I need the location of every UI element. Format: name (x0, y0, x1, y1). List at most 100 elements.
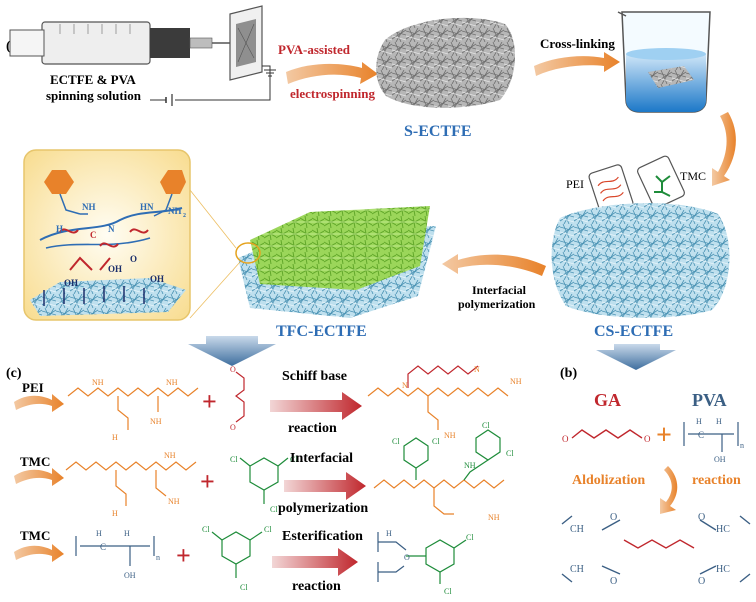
beaker (617, 11, 711, 113)
product1-n-1: N (402, 381, 408, 390)
tmc1-cl-1: Cl (230, 455, 238, 464)
pei2-nh2-1: NH (164, 451, 176, 460)
arrow-to-cs-ectfe (712, 112, 736, 186)
product2-cl-2: Cl (432, 437, 440, 446)
pva3-oh: OH (124, 571, 136, 580)
product1-nh2-1: NH (510, 377, 522, 386)
blue-down-arrow-right (596, 344, 676, 370)
plus-4: + (656, 420, 672, 451)
acetal-ch-1: CH (570, 524, 584, 535)
inset-nh2: NH (168, 206, 182, 216)
product2-cl-3: Cl (482, 421, 490, 430)
pei2-nh2-2: NH (168, 497, 180, 506)
product2-nh2: NH (488, 513, 500, 522)
interfacial-label-2: polymerization (458, 297, 536, 311)
product1-nh2-2: NH (444, 431, 456, 440)
product2-nh: NH (464, 461, 476, 470)
panel-label-c: (c) (6, 366, 22, 381)
inset-oh-1: OH (108, 264, 122, 274)
ga-small-o1: O (230, 365, 236, 374)
s-ectfe-fiber-mat (376, 17, 516, 108)
tmc-input-arrow-1 (14, 468, 64, 486)
schiff-product (367, 365, 509, 430)
acetal-o-4: O (698, 576, 705, 587)
process-label-electrospinning-1: PVA-assisted (278, 42, 351, 57)
inset-oh-3: OH (64, 278, 78, 288)
acetal-product (561, 515, 751, 583)
ga-o-1: O (562, 434, 569, 444)
pva3-c: C (100, 542, 106, 552)
reaction-2-label-1: Interfacial (290, 451, 353, 466)
pei-nh2-1: NH (92, 378, 104, 387)
process-label-electrospinning-2: electrospinning (290, 86, 375, 101)
acetal-o-2: O (610, 576, 617, 587)
tfc-ectfe-membrane (189, 189, 436, 319)
product2-cl-4: Cl (506, 449, 514, 458)
spinning-solution-label-1: ECTFE & PVA (50, 72, 136, 87)
pva-c: C (698, 430, 704, 440)
reaction-arrow-2 (284, 472, 366, 500)
spinning-solution-label-2: spinning solution (46, 88, 142, 103)
product2-cl-1: Cl (392, 437, 400, 446)
reaction-3-label-1: Esterification (282, 529, 363, 544)
pva3-n: n (156, 553, 160, 562)
inset-h: H (56, 224, 63, 234)
pei-label: PEI (22, 380, 44, 395)
pei2-h2n: H (112, 509, 118, 518)
pva-structure (683, 422, 739, 452)
tmc1-cl-3: Cl (270, 505, 278, 514)
cross-linking-label: Cross-linking (540, 36, 615, 51)
panel-label-b: (b) (560, 366, 577, 381)
pei-nh2-2: NH (166, 378, 178, 387)
plus-3: + (176, 541, 191, 570)
tmc2-cl-1: Cl (202, 525, 210, 534)
pei-structure-2 (65, 461, 197, 506)
tmc2-cl-2: Cl (264, 525, 272, 534)
pva-oh: OH (714, 455, 726, 464)
reaction-arrow-3 (272, 548, 358, 576)
cs-ectfe-label: CS-ECTFE (594, 323, 673, 340)
tfc-ectfe-label: TFC-ECTFE (276, 323, 367, 340)
inset-c: C (90, 230, 97, 240)
pei-vial-label: PEI (566, 177, 584, 191)
plus-2: + (200, 467, 215, 496)
inset-nh: NH (82, 202, 96, 212)
ester-product (377, 532, 467, 584)
plus-1: + (202, 387, 217, 416)
inset-oh-2: OH (150, 274, 164, 284)
pva-h2: H (696, 417, 702, 426)
product1-n-2: N (474, 365, 480, 374)
reaction-3-label-2: reaction (292, 579, 341, 594)
pei-structure (67, 387, 199, 430)
arrow-cross-linking (534, 52, 620, 76)
s-ectfe-label: S-ECTFE (404, 123, 472, 140)
arrow-interfacial-polymerization (442, 254, 546, 276)
molecular-inset (23, 149, 191, 321)
tmc-structure-2 (211, 531, 263, 578)
product3-o: O (404, 553, 410, 562)
acetal-hc-1: HC (716, 524, 730, 535)
acetal-hc-2: HC (716, 564, 730, 575)
cs-ectfe-fiber-mat (551, 203, 730, 318)
pva3-h: H (124, 529, 130, 538)
aldolization-arrow (660, 466, 678, 514)
polyamide-product (373, 429, 505, 515)
ga-small-o2: O (230, 423, 236, 432)
aldolization-reaction-label: reaction (692, 473, 741, 488)
pva-h: H (716, 417, 722, 426)
inset-n: N (108, 224, 115, 234)
tmc-label-1: TMC (20, 454, 50, 469)
interfacial-label-1: Interfacial (472, 283, 527, 297)
acetal-o-1: O (610, 512, 617, 523)
tmc2-cl-3: Cl (240, 583, 248, 592)
tmc1-cl-2: Cl (290, 455, 298, 464)
pei-nh2-3: NH (150, 417, 162, 426)
inset-nh2-sub: 2 (183, 213, 186, 219)
pva-structure-row3 (75, 536, 155, 566)
product3-cl-1: Cl (466, 533, 474, 542)
reaction-1-label-1: Schiff base (282, 369, 347, 384)
acetal-ch-2: CH (570, 564, 584, 575)
tmc-label-2: TMC (20, 528, 50, 543)
ga-structure-small (235, 371, 245, 423)
